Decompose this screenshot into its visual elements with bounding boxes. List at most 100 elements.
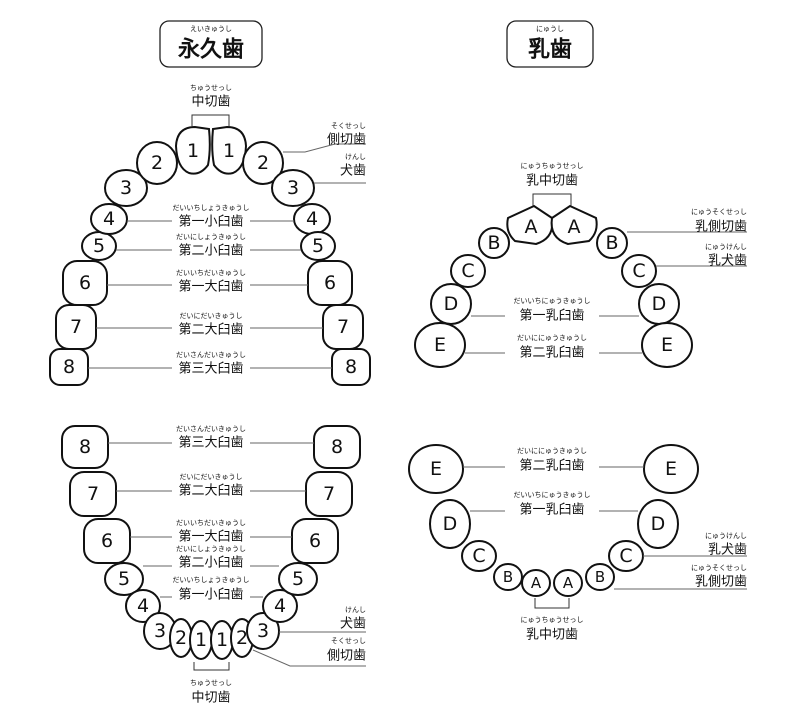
tooth-lower-left-1: 1	[189, 620, 213, 660]
label-reading: けんし	[345, 606, 366, 614]
label-second-primary-molar: 第二乳臼歯	[519, 346, 584, 361]
tooth-number: 6	[324, 272, 336, 294]
label-first-molar: 第一大臼歯	[178, 530, 243, 545]
tooth-number: 4	[274, 595, 286, 617]
tooth-number: 2	[151, 152, 163, 174]
label-reading: だいいちしょうきゅうし	[173, 576, 250, 584]
label-lateral-incisor: 側切歯	[327, 133, 366, 148]
tooth-number: 8	[345, 356, 357, 378]
primary-heading-title: 乳歯	[528, 37, 572, 63]
tooth-primary-lower-left-D: D	[429, 499, 471, 549]
tooth-primary-lower-left-A: A	[521, 569, 551, 597]
label-reading: そくせっし	[331, 637, 366, 645]
tooth-upper-right-7: 7	[322, 304, 364, 350]
tooth-number: 3	[287, 177, 299, 199]
label-reading: だいいちだいきゅうし	[176, 519, 246, 527]
tooth-letter: B	[595, 568, 605, 586]
permanent-upper-arch: 8 7 6 5 4 3 2 1 1 2 3 4 5 6 7 8 ちゅうせっし 中…	[49, 84, 371, 386]
tooth-lower-left-2: 2	[169, 618, 193, 658]
tooth-lower-left-5: 5	[104, 562, 144, 596]
tooth-letter: E	[661, 334, 673, 356]
label-reading: だいにしょうきゅうし	[176, 233, 246, 241]
tooth-upper-left-3: 3	[104, 169, 148, 207]
tooth-upper-right-1: 1	[211, 125, 248, 175]
label-second-molar: 第二大臼歯	[178, 323, 243, 338]
tooth-number: 7	[87, 483, 99, 505]
tooth-letter: E	[430, 458, 442, 480]
tooth-upper-right-4: 4	[293, 203, 331, 235]
tooth-letter: B	[487, 232, 500, 254]
label-reading: だいいちしょうきゅうし	[173, 204, 250, 212]
tooth-number: 5	[118, 568, 130, 590]
label-primary-canine: 乳犬歯	[708, 254, 747, 269]
tooth-number: 6	[79, 272, 91, 294]
label-primary-lateral-incisor: 乳側切歯	[695, 575, 747, 590]
tooth-upper-right-8: 8	[331, 348, 371, 386]
tooth-number: 1	[216, 629, 228, 651]
tooth-upper-left-5: 5	[81, 231, 117, 261]
tooth-letter: C	[632, 260, 645, 282]
tooth-primary-lower-left-B: B	[493, 563, 523, 591]
tooth-lower-left-7: 7	[69, 471, 117, 517]
tooth-number: 6	[309, 530, 321, 552]
tooth-primary-lower-left-E: E	[408, 444, 464, 494]
permanent-teeth-heading: えいきゅうし 永久歯	[159, 20, 263, 68]
tooth-lower-right-5: 5	[278, 562, 318, 596]
label-canine: 犬歯	[340, 617, 366, 632]
label-reading: にゅうそくせっし	[691, 564, 747, 572]
tooth-primary-lower-right-C: C	[608, 540, 644, 572]
tooth-upper-right-6: 6	[307, 260, 353, 306]
tooth-upper-left-1: 1	[174, 125, 211, 175]
tooth-number: 8	[79, 436, 91, 458]
label-reading: にゅうそくせっし	[691, 208, 747, 216]
tooth-lower-right-1: 1	[210, 620, 234, 660]
tooth-number: 2	[236, 627, 248, 649]
tooth-primary-lower-right-A: A	[553, 569, 583, 597]
tooth-lower-right-4: 4	[262, 589, 298, 623]
tooth-primary-lower-right-B: B	[585, 563, 615, 591]
tooth-letter: E	[434, 334, 446, 356]
tooth-number: 6	[101, 530, 113, 552]
tooth-primary-upper-left-D: D	[430, 283, 472, 325]
tooth-number: 4	[306, 208, 318, 230]
permanent-lower-arch: 8 7 6 5 4 3 2 1 1 2 3 4 5 6 7 8 だいさんだいきゅ…	[61, 425, 366, 706]
tooth-upper-left-2: 2	[136, 141, 178, 185]
permanent-heading-title: 永久歯	[178, 37, 244, 63]
tooth-lower-left-8: 8	[61, 425, 109, 469]
label-second-molar: 第二大臼歯	[178, 484, 243, 499]
tooth-number: 1	[195, 629, 207, 651]
tooth-number: 5	[312, 235, 324, 257]
label-reading: ちゅうせっし	[190, 84, 232, 92]
tooth-primary-upper-left-E: E	[414, 322, 466, 368]
label-reading: だいににゅうきゅうし	[517, 447, 587, 455]
tooth-primary-upper-right-D: D	[638, 283, 680, 325]
tooth-primary-upper-left-C: C	[450, 254, 486, 288]
label-first-primary-molar: 第一乳臼歯	[519, 309, 584, 324]
tooth-number: 1	[187, 140, 199, 162]
label-primary-central-incisor: 乳中切歯	[526, 628, 578, 643]
tooth-primary-upper-left-A: A	[506, 204, 554, 246]
tooth-lower-right-3: 3	[246, 612, 280, 650]
tooth-primary-lower-right-E: E	[643, 444, 699, 494]
label-first-primary-molar: 第一乳臼歯	[519, 503, 584, 518]
tooth-number: 8	[63, 356, 75, 378]
tooth-lower-left-3: 3	[143, 612, 177, 650]
label-reading: だいにだいきゅうし	[180, 473, 243, 481]
tooth-number: 5	[93, 235, 105, 257]
label-lateral-incisor: 側切歯	[327, 649, 366, 664]
label-reading: にゅうけんし	[705, 532, 747, 540]
tooth-upper-left-8: 8	[49, 348, 89, 386]
tooth-number: 5	[292, 568, 304, 590]
label-third-molar: 第三大臼歯	[178, 436, 243, 451]
label-third-molar: 第三大臼歯	[178, 362, 243, 377]
tooth-letter: A	[531, 574, 542, 592]
label-canine: 犬歯	[340, 164, 366, 179]
tooth-number: 8	[331, 436, 343, 458]
tooth-letter: C	[472, 545, 485, 567]
tooth-upper-right-3: 3	[271, 169, 315, 207]
label-central-incisor: 中切歯	[191, 691, 230, 706]
tooth-lower-left-6: 6	[83, 518, 131, 564]
tooth-primary-upper-left-B: B	[478, 227, 510, 259]
tooth-primary-upper-right-B: B	[596, 227, 628, 259]
